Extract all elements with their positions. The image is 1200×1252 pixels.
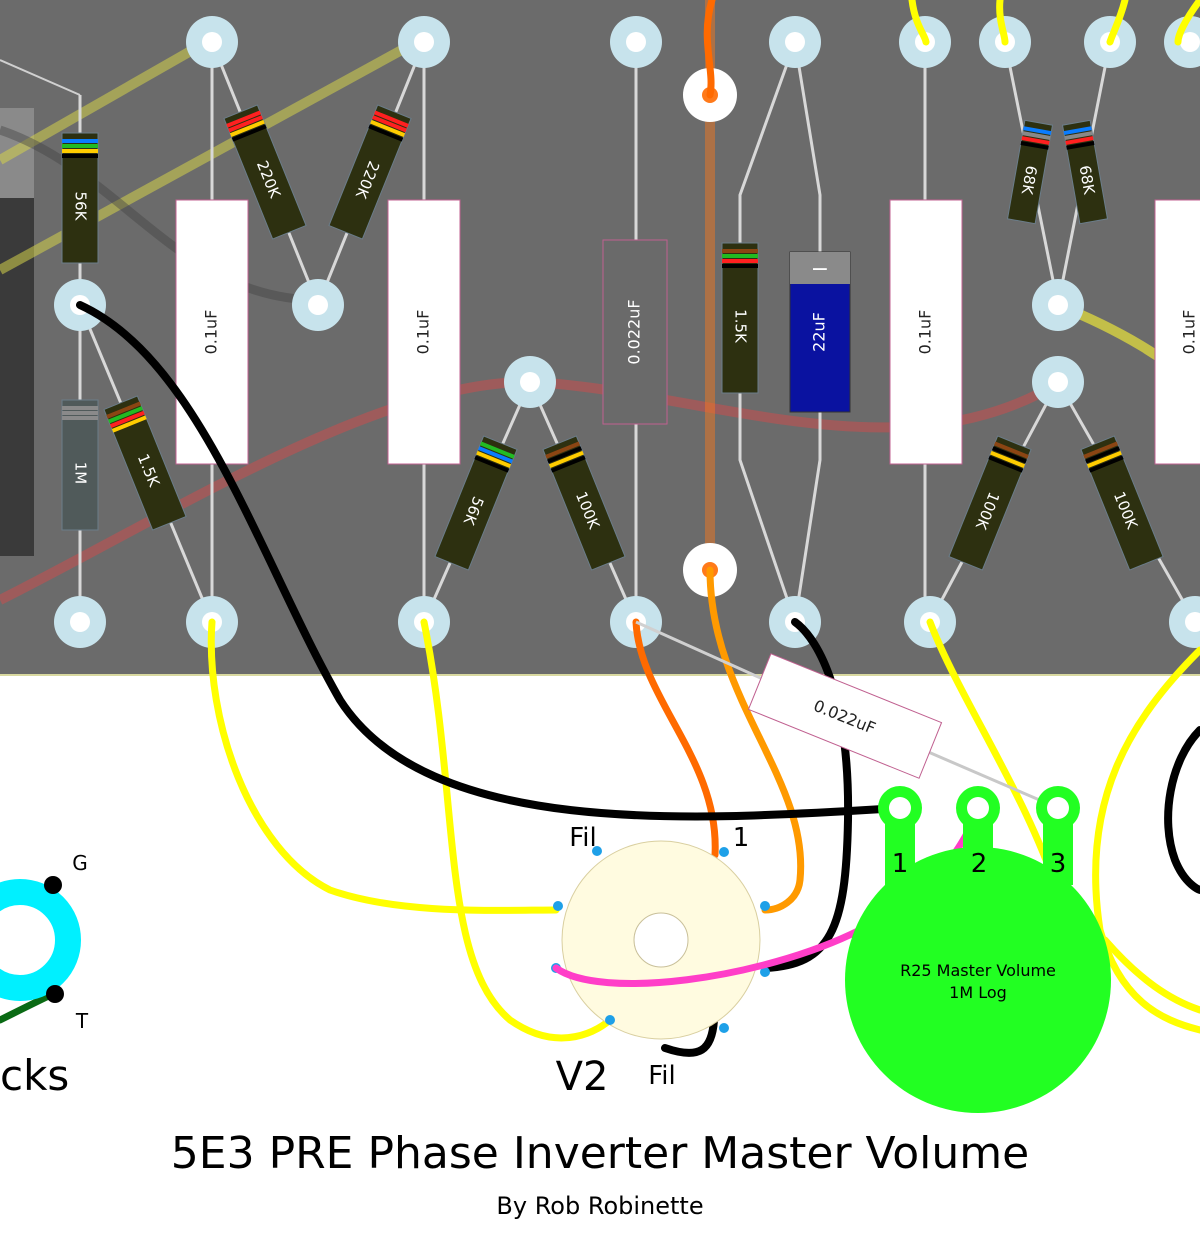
pot-pin-label: 1 bbox=[892, 849, 909, 879]
resistor-label: 68K bbox=[1018, 164, 1041, 197]
cap-0-022uf-pot: 0.022uF bbox=[635, 620, 1059, 810]
eyelet bbox=[186, 16, 238, 68]
cap-0-022uf-board: 0.022uF bbox=[602, 239, 668, 425]
eyelet bbox=[1169, 596, 1200, 648]
eyelet bbox=[610, 16, 662, 68]
jack-tip-lug bbox=[46, 985, 64, 1003]
resistor-label: 68K bbox=[1076, 164, 1099, 197]
wires bbox=[0, 0, 1200, 1057]
cap-label: 0.1uF bbox=[916, 310, 935, 355]
resistor-label: 1.5K bbox=[732, 309, 750, 344]
socket-center-hole bbox=[633, 912, 689, 968]
fil-label-top: Fil bbox=[569, 823, 597, 853]
cap-label: 0.022uF bbox=[625, 299, 644, 364]
tube-name: V2 bbox=[556, 1054, 609, 1100]
wire-yellow-v2-pin bbox=[207, 618, 560, 914]
socket-pin bbox=[760, 967, 770, 977]
cap-label: 0.1uF bbox=[414, 310, 433, 355]
cap-0-1uf-right: 0.1uF bbox=[889, 199, 963, 465]
resistor-68k: 68K bbox=[1006, 119, 1054, 225]
pot-value: 1M Log bbox=[949, 983, 1007, 1002]
jack-ground-label: G bbox=[72, 851, 88, 875]
diagram-title: 5E3 PRE Phase Inverter Master Volume bbox=[170, 1128, 1030, 1179]
resistor-1m: 1M bbox=[61, 399, 99, 531]
wire-black-v2-pin bbox=[761, 618, 853, 972]
resistor-56k: 56K bbox=[61, 132, 99, 264]
socket-pin bbox=[592, 846, 602, 856]
eyelet bbox=[769, 16, 821, 68]
cap-22uf-electrolytic: − 22uF bbox=[789, 251, 851, 413]
jacks-label: cks bbox=[0, 1051, 69, 1100]
resistor-label: 1M bbox=[72, 462, 90, 485]
pot-lug-1-hole bbox=[889, 797, 911, 819]
background-wire-black bbox=[0, 125, 319, 305]
wire-black-pot-pin1 bbox=[76, 301, 904, 821]
jack-ring bbox=[0, 879, 81, 1001]
cap-0-1uf-left: 0.1uF bbox=[175, 199, 249, 465]
resistor-100k: 100K bbox=[1080, 435, 1164, 571]
resistor-1-5k: 1.5K bbox=[103, 395, 187, 531]
pot-pin-label: 2 bbox=[971, 849, 988, 879]
cap-label: 22uF bbox=[810, 312, 829, 352]
cap-0-1uf-edge: 0.1uF bbox=[1154, 199, 1200, 465]
cap-label: 0.1uF bbox=[1180, 310, 1199, 355]
capacitors: 0.1uF 0.1uF 0.022uF − 22uF 0.1uF 0.1uF bbox=[175, 199, 1200, 465]
resistor-220k: 220K bbox=[328, 104, 412, 240]
wire-yellow-top-2 bbox=[996, 0, 1009, 46]
socket-pin bbox=[719, 847, 729, 857]
eyelet bbox=[1164, 16, 1200, 68]
jack-tip-label: T bbox=[75, 1009, 89, 1033]
cap-0-1uf-mid: 0.1uF bbox=[387, 199, 461, 465]
pot-pin-label: 3 bbox=[1050, 849, 1067, 879]
tube-socket-v2: Fil 1 V2 Fil bbox=[551, 823, 770, 1100]
eyelet bbox=[54, 596, 106, 648]
eyelet bbox=[398, 16, 450, 68]
socket-pins bbox=[551, 846, 770, 1033]
polarity-mark: − bbox=[811, 257, 829, 282]
wire-yellow-right-3 bbox=[1101, 936, 1200, 1014]
socket-pin bbox=[553, 901, 563, 911]
fil-label-bottom: Fil bbox=[648, 1061, 676, 1091]
resistor-68k: 68K bbox=[1061, 119, 1109, 225]
background-wire-yellow-1 bbox=[0, 35, 213, 165]
resistor-label: 56K bbox=[72, 192, 90, 222]
pin1-label: 1 bbox=[733, 823, 750, 853]
diagram-byline: By Rob Robinette bbox=[496, 1192, 704, 1220]
pot-body bbox=[845, 847, 1111, 1113]
resistor-100k: 100K bbox=[948, 435, 1032, 571]
resistor-56k: 56K bbox=[434, 435, 518, 571]
socket-pin bbox=[719, 1023, 729, 1033]
input-jack: G T cks bbox=[0, 851, 89, 1100]
pot-name: R25 Master Volume bbox=[900, 961, 1056, 980]
resistor-220k: 220K bbox=[223, 104, 307, 240]
resistor-100k: 100K bbox=[542, 435, 626, 571]
wire-yellow-top-1 bbox=[908, 0, 930, 46]
background-lead bbox=[0, 59, 81, 96]
wire-orange-top bbox=[703, 0, 716, 99]
wire-yellow-top-4 bbox=[1174, 0, 1200, 46]
eyelet bbox=[1032, 356, 1084, 408]
jack-ground-lug bbox=[44, 876, 62, 894]
pot-lug-3-hole bbox=[1047, 797, 1069, 819]
left-component-box bbox=[0, 108, 34, 556]
eyelet bbox=[292, 279, 344, 331]
wire-yellow-v2-lower bbox=[420, 618, 616, 1042]
resistor-1-5k: 1.5K bbox=[721, 242, 759, 394]
pot-lug-2-hole bbox=[967, 797, 989, 819]
wire-yellow-top-3 bbox=[1106, 0, 1129, 46]
wire-yellow-right-2 bbox=[1092, 646, 1200, 1034]
master-volume-pot: 1 2 3 R25 Master Volume 1M Log bbox=[845, 786, 1111, 1113]
socket-pin bbox=[760, 901, 770, 911]
eyelet bbox=[1032, 279, 1084, 331]
socket-pin bbox=[605, 1015, 615, 1025]
eyelet bbox=[504, 356, 556, 408]
eyelets bbox=[54, 16, 1200, 648]
cap-label: 0.1uF bbox=[202, 310, 221, 355]
wire-black-right bbox=[1164, 726, 1200, 894]
wire-black-filament bbox=[661, 1016, 718, 1057]
